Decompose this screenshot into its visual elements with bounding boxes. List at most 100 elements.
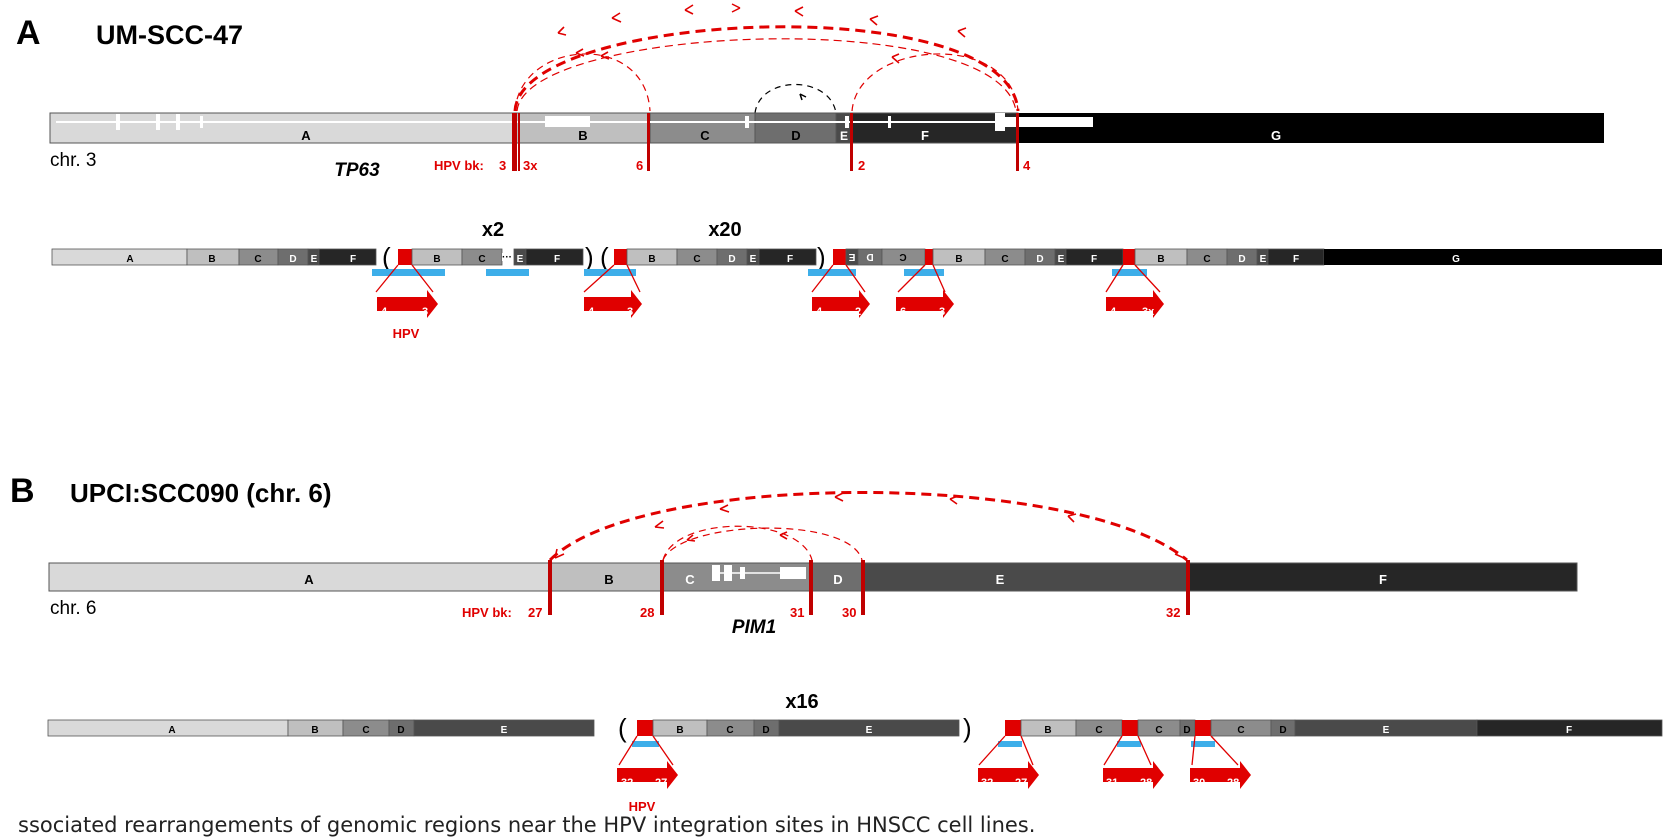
rb-f5: F <box>1566 725 1572 736</box>
ra-d5: D <box>1036 254 1043 265</box>
ra-b1: B <box>208 254 215 265</box>
chr3-label-a: A <box>301 128 311 143</box>
chr6-label-b: B <box>604 572 613 587</box>
chr6-label-f: F <box>1379 572 1387 587</box>
ra-dots: ··· <box>502 252 512 263</box>
rb-e5: E <box>1383 725 1390 736</box>
arc-a-6-3 <box>514 53 651 112</box>
rb-b3: B <box>1044 725 1051 736</box>
chr6-label-d: D <box>833 572 842 587</box>
paren-close-b: ) <box>963 713 972 743</box>
ra-c3: C <box>693 254 700 265</box>
caption-fragment: ssociated rearrangements of genomic regi… <box>18 813 1035 837</box>
ra-f2: F <box>554 254 560 265</box>
ra-f1: F <box>350 254 356 265</box>
rb-d2: D <box>762 725 769 736</box>
tp63-gene-model <box>56 113 1093 131</box>
rb-c5: C <box>1237 725 1244 736</box>
paren-open-1: ( <box>382 242 391 272</box>
ins-b1-left: 32 <box>621 777 633 789</box>
panel-a-rearranged: A B C D E F ( ··· B C E F ) x2 ( <box>51 219 1662 272</box>
ins-b1-right: 27 <box>655 777 667 789</box>
chr6-label-c: C <box>685 572 695 587</box>
ra-e1: E <box>311 254 318 265</box>
bk-2 <box>850 113 853 171</box>
ra-e4: E <box>848 251 855 262</box>
bk-label-3: 3 <box>499 158 506 173</box>
ins-b3-left: 31 <box>1106 777 1118 789</box>
ra-d6: D <box>1238 254 1245 265</box>
chr3-label-b: B <box>578 128 587 143</box>
chr3-segment-d <box>754 112 837 144</box>
bk-label-28: 28 <box>640 605 654 620</box>
hpv-insert-b1: 32 27 <box>617 735 678 789</box>
ins-a5-right: 3x <box>1142 306 1155 318</box>
panel-b-title: UPCI:SCC090 (chr. 6) <box>70 478 332 508</box>
bk-label-27: 27 <box>528 605 542 620</box>
ra-c5: C <box>1001 254 1008 265</box>
panel-a-arcs <box>513 3 1020 114</box>
rb-e1: E <box>501 725 508 736</box>
gene-pim1-label: PIM1 <box>732 617 776 638</box>
rb-d1: D <box>397 725 404 736</box>
hpv-label-b: HPV <box>629 799 656 814</box>
chr3-label: chr. 3 <box>50 150 96 171</box>
ins-a1-left: 4 <box>381 306 388 318</box>
bk-label-4: 4 <box>1023 158 1031 173</box>
ra-e5: E <box>1058 254 1065 265</box>
ra-d4: D <box>866 251 873 262</box>
ra-b2: B <box>433 254 440 265</box>
hpv-insert-a2: 4 3 <box>583 264 642 318</box>
rb-c3: C <box>1095 725 1102 736</box>
ins-b2-left: 32 <box>981 777 993 789</box>
panel-b-arc-arrows <box>554 492 1185 559</box>
panel-a-blue-bars <box>372 269 1147 276</box>
ins-a3-right: 2 <box>855 306 861 318</box>
pim1-gene-model <box>712 565 806 581</box>
bk-label-6: 6 <box>636 158 643 173</box>
panel-a-breakpoints <box>512 113 1019 171</box>
hpv-insert-a5: 4 3x <box>1105 264 1164 318</box>
chr3-segment-g <box>1018 113 1604 143</box>
paren-close-2: ) <box>817 242 826 272</box>
hpv-insert-b2: 32 27 <box>978 735 1039 789</box>
ins-a5-left: 4 <box>1110 306 1117 318</box>
chr3-label-g: G <box>1271 128 1281 143</box>
panel-a-chromosome: A B C D E F G <box>49 112 1604 144</box>
chr6-label-a: A <box>304 572 314 587</box>
ra-c4: C <box>899 251 906 262</box>
hpv-label-a: HPV <box>393 326 420 341</box>
ra-d3: D <box>728 254 735 265</box>
panel-b: B UPCI:SCC090 (chr. 6) <box>10 472 1663 814</box>
paren-close-1: ) <box>585 242 594 272</box>
bk-3 <box>512 113 517 171</box>
panel-b-breakpoints <box>548 560 1190 615</box>
chr6-label-e: E <box>996 572 1005 587</box>
panel-a-title: UM-SCC-47 <box>96 20 243 50</box>
arc-a-4-2 <box>851 53 1019 112</box>
panel-b-blue-bars <box>632 741 1215 747</box>
ra-e6: E <box>1260 254 1267 265</box>
ra-e3: E <box>750 254 757 265</box>
rb-c4: C <box>1155 725 1162 736</box>
panel-b-hpv-inserts: 32 27 HPV 32 27 31 28 30 28 <box>617 735 1251 814</box>
chr3-label-e: E <box>840 129 848 143</box>
ra-f3: F <box>787 254 793 265</box>
bk-label-3x: 3x <box>523 158 538 173</box>
ins-b3-right: 28 <box>1140 777 1152 789</box>
amp-x20: x20 <box>708 219 741 241</box>
ra-c2: C <box>478 254 485 265</box>
ra-c1: C <box>254 254 261 265</box>
ra-a1: A <box>126 254 133 265</box>
rb-d5: D <box>1279 725 1286 736</box>
panel-a-hpv-inserts: 4 3 HPV 4 3 4 2 6 3 <box>375 264 1164 341</box>
arc-a-black <box>754 84 837 114</box>
panel-b-letter: B <box>10 472 35 510</box>
ra-b3: B <box>648 254 655 265</box>
chr3-segment-f <box>851 112 1019 144</box>
ins-a2-left: 4 <box>588 306 595 318</box>
ins-a4-left: 6 <box>900 306 906 318</box>
chr6-label: chr. 6 <box>50 598 96 619</box>
bk-label-32: 32 <box>1166 605 1180 620</box>
